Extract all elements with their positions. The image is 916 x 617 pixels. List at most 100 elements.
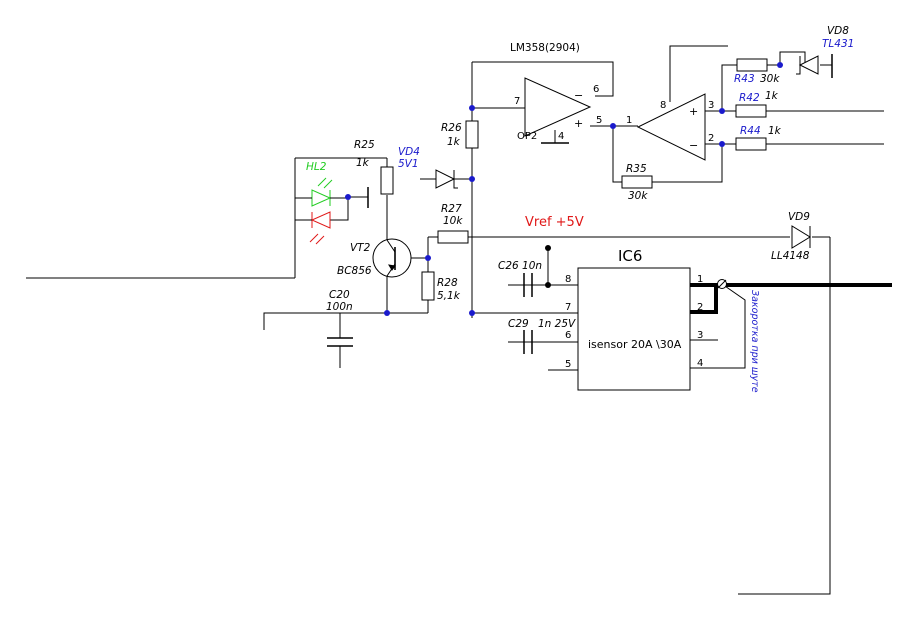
sign-op2-plus: + [574, 117, 583, 130]
label-c29-name: C29 [508, 318, 529, 330]
shunt-terminal-slash [717, 279, 727, 289]
pin-ic-7: 7 [565, 302, 571, 313]
node-vt2-base [425, 255, 431, 261]
wire-r35-right [652, 144, 723, 183]
sign-op1-plus: + [689, 105, 698, 118]
label-r28-name: R28 [437, 277, 458, 289]
label-r26-value: 1k [447, 136, 461, 148]
wire-bottom-gnd [263, 312, 428, 330]
node-c26-top [545, 245, 551, 251]
diode-vd4 [435, 169, 458, 189]
wire-op1-pin3 [705, 64, 737, 112]
label-vref: Vref +5V [525, 215, 584, 230]
label-r42-value: 1k [765, 90, 779, 102]
label-r44-value: 1k [768, 125, 782, 137]
label-vd4-value: 5V1 [398, 158, 419, 170]
pin-ic-8: 8 [565, 274, 571, 285]
label-vd9-value: LL4148 [771, 250, 810, 262]
pin-op2-6: 6 [593, 84, 599, 95]
node-rail-vd4 [469, 176, 475, 182]
wire-heavy-pin2 [690, 285, 718, 314]
resistor-r25 [380, 166, 394, 195]
label-r35-name: R35 [626, 163, 647, 175]
label-r26-name: R26 [441, 122, 462, 134]
node-op1-pin2 [719, 141, 725, 147]
label-lm358: LM358(2904) [510, 42, 580, 54]
pin-ic-3: 3 [697, 330, 703, 341]
diode-vd9 [791, 225, 811, 249]
transistor-vt2 [372, 238, 412, 278]
label-r35-value: 30k [628, 190, 648, 202]
resistor-r42 [735, 104, 767, 118]
pin-ic-5: 5 [565, 359, 571, 370]
label-r28-value: 5,1k [437, 290, 461, 302]
pin-op1-8: 8 [660, 100, 666, 111]
led-green-body [311, 189, 332, 207]
label-c20-value: 100n [326, 301, 353, 313]
led-red-body [310, 211, 331, 229]
node-rail-top [469, 105, 475, 111]
wire-vd9-down [738, 237, 831, 595]
ic6-body [577, 267, 691, 391]
label-op2: OP2 [517, 131, 537, 142]
node-op1-pin3 [719, 108, 725, 114]
label-ic6: IC6 [618, 247, 642, 265]
capacitor-c29 [523, 330, 533, 354]
resistor-r43 [736, 58, 768, 72]
wire-op1-vcc [669, 45, 728, 102]
label-r42-name: R42 [739, 92, 760, 104]
node-rail-bottom [469, 310, 475, 316]
label-vd8-name: VD8 [827, 25, 849, 37]
label-r27-name: R27 [441, 203, 462, 215]
node-c26-mid [545, 282, 551, 288]
label-r43-name: R43 [734, 73, 755, 85]
wire-op2-feedback [472, 61, 614, 97]
label-hl2: HL2 [306, 161, 327, 173]
label-vt2-name: VT2 [350, 242, 371, 254]
label-r44-name: R44 [740, 125, 761, 137]
sign-op1-minus: − [689, 139, 698, 152]
pin-ic-2: 2 [697, 302, 703, 313]
label-r25-value: 1k [356, 157, 370, 169]
label-vd9-name: VD9 [788, 211, 810, 223]
pin-op2-5: 5 [596, 115, 602, 126]
diode-vd8 [796, 54, 833, 78]
junction-nodes [345, 62, 783, 316]
pin-ic-1: 1 [697, 274, 703, 285]
node-op2-out [610, 123, 616, 129]
label-c26: C26 10n [498, 260, 542, 272]
shunt-path [690, 283, 892, 314]
label-vt2-value: BC856 [337, 265, 372, 277]
label-r27-value: 10k [443, 215, 463, 227]
pin-ic-4: 4 [697, 358, 703, 369]
node-led [345, 194, 351, 200]
op2-triangle [524, 77, 592, 137]
pin-op1-3: 3 [708, 100, 714, 111]
pin-ic-6: 6 [565, 330, 571, 341]
pin-op1-1: 1 [626, 115, 632, 126]
label-shunt-note: Закоротка при шуте [749, 290, 760, 393]
label-vd8-value: TL431 [822, 38, 854, 50]
node-emitter-gnd [384, 310, 390, 316]
label-c20-name: C20 [329, 289, 350, 301]
pin-op2-7: 7 [514, 96, 520, 107]
wire-r35-left [612, 126, 622, 183]
capacitor-c20 [327, 337, 353, 347]
op1-triangle [636, 93, 706, 161]
pin-op1-2: 2 [708, 133, 714, 144]
node-r43-vd8 [777, 62, 783, 68]
resistor-r44 [735, 137, 767, 151]
wire-ic-pin4 [690, 283, 746, 369]
label-ic6-desc: isensor 20A \30A [588, 338, 682, 351]
wire-led-node [330, 197, 349, 221]
led-hl2 [295, 177, 348, 245]
black-nodes [545, 245, 551, 288]
resistor-r35 [621, 175, 653, 189]
label-r25-name: R25 [354, 139, 375, 151]
label-vd4-name: VD4 [398, 146, 420, 158]
sign-op2-minus: − [574, 89, 583, 102]
label-c29-value: 1n 25V [538, 318, 576, 330]
resistor-r26 [465, 120, 479, 149]
resistor-r27 [437, 230, 469, 244]
